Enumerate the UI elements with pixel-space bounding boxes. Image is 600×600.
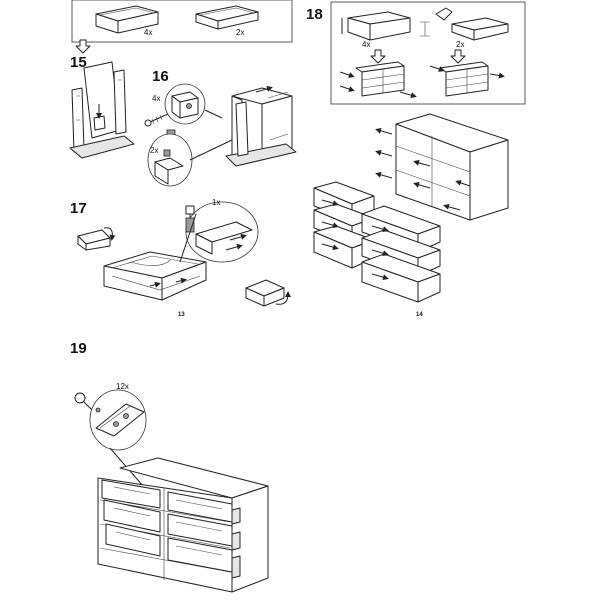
step-19-qty-screws: 12x	[116, 382, 129, 391]
screw-icon	[144, 113, 169, 127]
top-panel-qty-right: 2x	[236, 28, 245, 37]
step-16-qty-screws: 4x	[152, 94, 161, 103]
step-17-qty-detail: 1x	[212, 198, 221, 207]
step-18-qty-left: 4x	[362, 40, 371, 49]
step-16-qty-dowels: 2x	[150, 146, 159, 155]
hand-icon	[435, 7, 453, 21]
page-number-left: 13	[178, 312, 185, 318]
drawer-small-illustration	[195, 5, 259, 30]
top-panel-qty-left: 4x	[144, 28, 153, 37]
step16-illustration	[144, 83, 297, 187]
step-15-number: 15	[70, 54, 87, 71]
step-18-qty-right: 2x	[456, 40, 465, 49]
step-16-number: 16	[152, 68, 169, 85]
screwdriver-icon	[185, 205, 195, 215]
rotate-arrow-icon	[77, 227, 116, 251]
step-17-number: 17	[70, 200, 87, 217]
dresser-drawer-removal-illustration	[313, 113, 509, 303]
step-19-number: 19	[70, 340, 87, 357]
arrow-down-icon	[75, 39, 91, 54]
screwdriver-icon	[74, 392, 95, 413]
step18-illustration	[339, 7, 509, 99]
step15-panel-illustration	[69, 61, 135, 159]
page-number-right: 14	[416, 312, 423, 318]
step19-illustration	[74, 389, 269, 593]
step-18-number: 18	[306, 6, 323, 23]
step17-illustration	[77, 201, 291, 307]
drawer-large-illustration	[95, 5, 159, 34]
